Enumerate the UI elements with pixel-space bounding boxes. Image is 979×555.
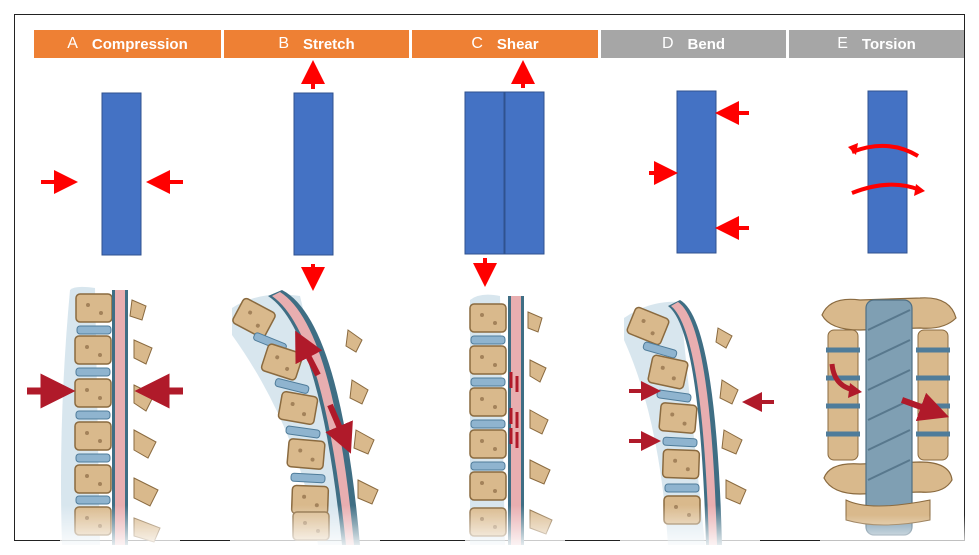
panel-compression [27, 93, 183, 547]
torsion-block [868, 91, 907, 253]
stretch-block [294, 93, 333, 255]
compression-block [102, 93, 141, 255]
shear-block-right [505, 92, 544, 254]
spine-illustration-compression [60, 287, 180, 547]
spine-illustration-torsion [820, 298, 970, 547]
panel-bend [620, 91, 774, 547]
panel-stretch [230, 72, 380, 547]
spine-illustration-bend [620, 300, 760, 547]
spine-illustration-stretch [230, 290, 380, 547]
panel-shear [465, 72, 565, 547]
panel-torsion [820, 91, 970, 547]
shear-block-left [465, 92, 504, 254]
spine-illustration-shear [465, 295, 565, 547]
bend-block [677, 91, 716, 253]
